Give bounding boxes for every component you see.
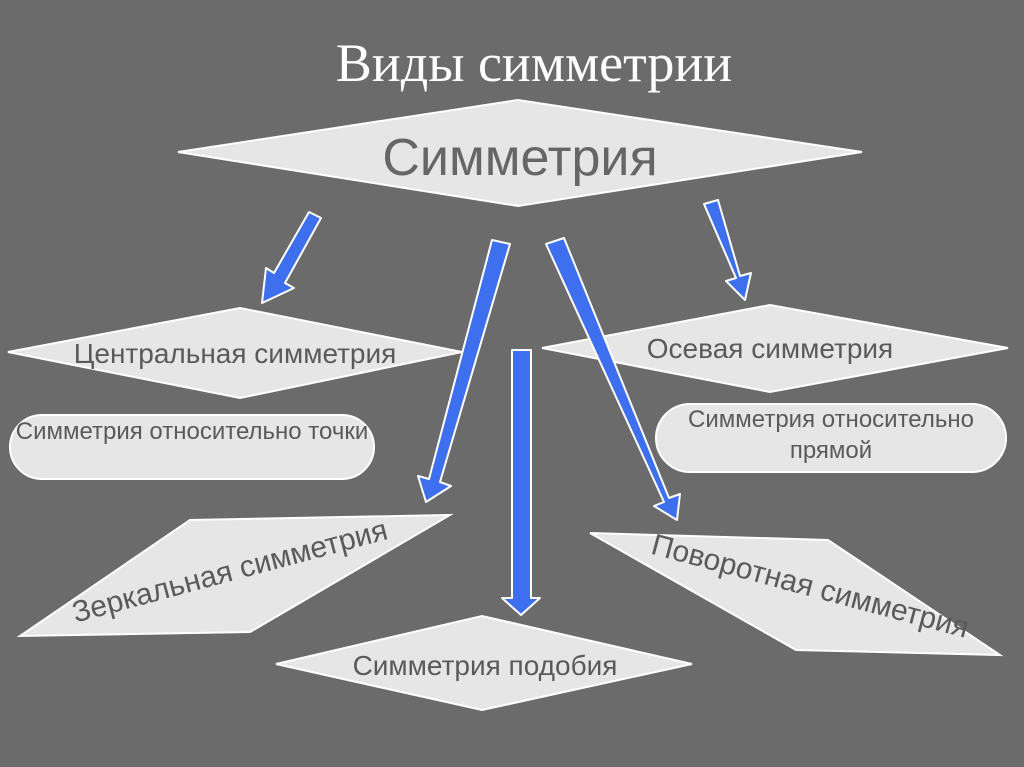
- rotational-parallelogram: [589, 532, 1004, 657]
- mirror-parallelogram: [16, 513, 454, 638]
- central-desc-label: Симметрия относительно точки: [15, 418, 369, 445]
- page-title: Виды симметрии: [335, 33, 733, 93]
- arrow-to-central: [261, 211, 322, 304]
- axial-diamond: [541, 303, 1009, 394]
- axial-label: Осевая симметрия: [646, 333, 894, 364]
- central-label: Центральная симметрия: [73, 338, 397, 369]
- arrow-to-similarity: [501, 349, 541, 616]
- similarity-diamond: [275, 614, 693, 712]
- arrow-to-axial: [703, 199, 752, 301]
- root-label: Симметрия: [382, 129, 658, 187]
- root-diamond: [177, 98, 863, 208]
- arrow-to-mirror: [417, 239, 511, 503]
- axial-desc-label: Симметрия относительно прямой: [688, 406, 974, 464]
- axial-desc-box: [655, 403, 1007, 473]
- arrow-to-rotational: [545, 237, 681, 521]
- similarity-label: Симметрия подобия: [352, 650, 618, 681]
- central-desc-box: [9, 414, 375, 480]
